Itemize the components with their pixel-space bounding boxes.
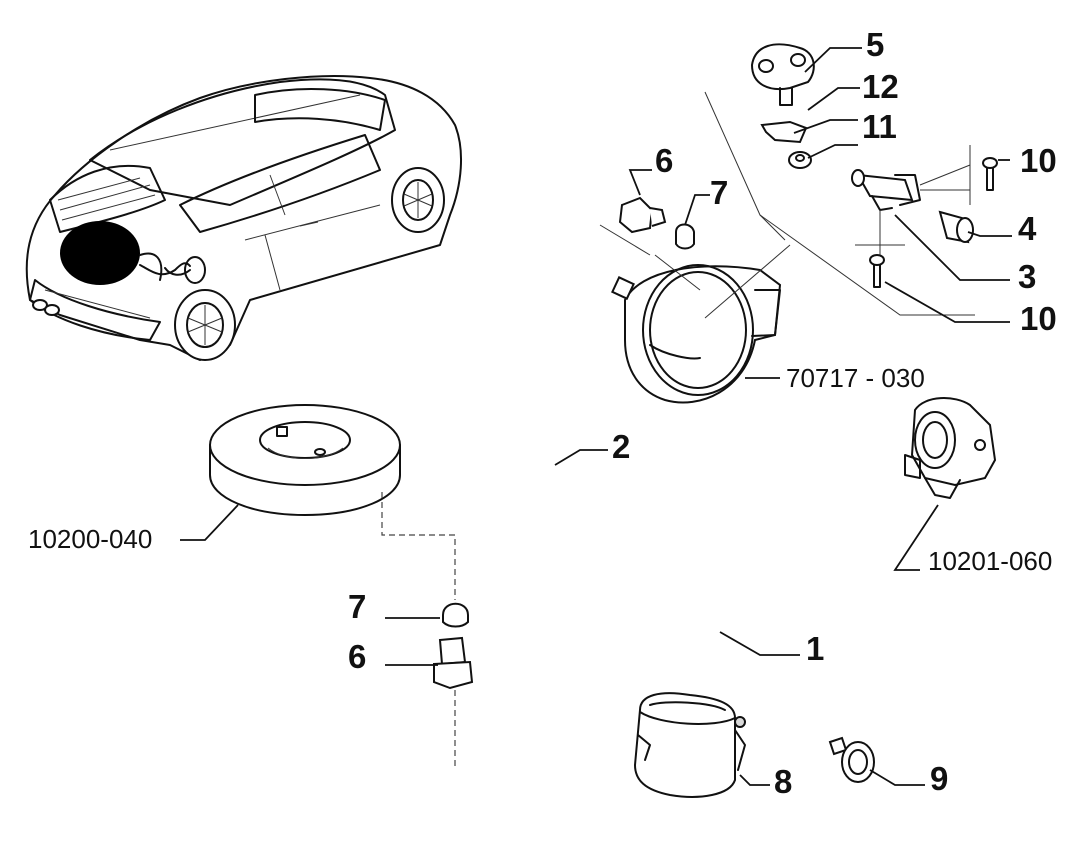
callout-6-lower: 6: [348, 638, 366, 675]
callout-10-lower: 10: [1020, 300, 1057, 337]
callout-labels: 5 12 11 6 7 10 4 3 10 2 7 6 1 8 9: [348, 26, 1057, 800]
part-6-upper-fitting: [618, 196, 667, 234]
callout-7-lower: 7: [348, 588, 366, 625]
filler-unit: [624, 244, 791, 404]
ref-code-filler-unit: 70717 - 030: [786, 363, 925, 393]
part-11-nut: [788, 151, 812, 169]
callout-2: 2: [612, 428, 630, 465]
part-8-bag: [633, 692, 746, 798]
car-illustration: [25, 75, 463, 361]
callout-1: 1: [806, 630, 824, 667]
callout-9: 9: [930, 760, 948, 797]
ref-code-pump: 10201-060: [928, 546, 1052, 576]
hose-2-inner: [483, 279, 627, 572]
callout-7-upper: 7: [710, 174, 728, 211]
part-5-bracket: [750, 43, 815, 106]
part-10-screw-lower: [869, 254, 885, 288]
pump-assembly: [904, 397, 997, 499]
reference-codes: 70717 - 030 10200-040 10201-060: [28, 363, 1052, 576]
part-10-screw-upper: [982, 157, 998, 191]
construction-line: [599, 224, 701, 291]
screw-guide-line: [919, 145, 971, 205]
part-12-clip: [760, 120, 808, 144]
part-3-lock: [851, 169, 921, 211]
tank: [209, 404, 401, 516]
part-7-lower-cap: [442, 602, 469, 628]
callout-3: 3: [1018, 258, 1036, 295]
callout-6-upper: 6: [655, 142, 673, 179]
hose-2: [484, 280, 626, 571]
part-7-upper-cap: [675, 223, 695, 250]
callout-5: 5: [866, 26, 884, 63]
construction-line: [704, 91, 975, 316]
callout-12: 12: [862, 68, 899, 105]
callout-8: 8: [774, 763, 792, 800]
part-6-lower-fitting: [433, 636, 474, 690]
part-9-grommet: [828, 736, 875, 783]
hose-1-inner: [442, 479, 893, 776]
callout-11: 11: [862, 108, 897, 145]
callout-10-upper: 10: [1020, 142, 1057, 179]
screw-guide-line: [855, 210, 905, 255]
part-4-cap: [938, 210, 974, 244]
assembly-guide-line: [381, 492, 456, 600]
construction-line: [759, 214, 786, 241]
ref-code-tank: 10200-040: [28, 524, 152, 554]
leader-lines: [180, 47, 1012, 786]
callout-4: 4: [1018, 210, 1037, 247]
hose-2-fitting: [611, 276, 635, 300]
